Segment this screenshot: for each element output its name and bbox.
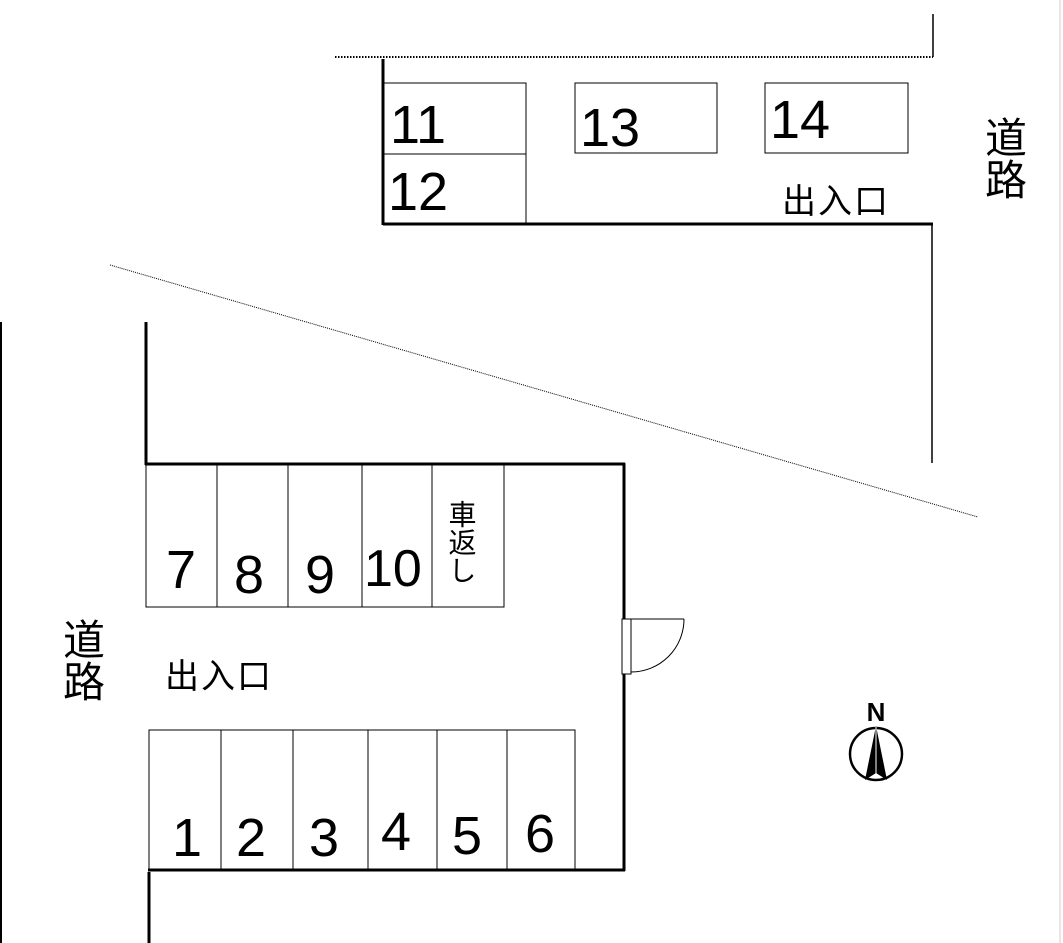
space-number-14: 14 (770, 90, 830, 150)
space-number-7: 7 (166, 540, 196, 600)
space-number-5: 5 (452, 806, 482, 866)
door-symbol (621, 618, 685, 675)
upper-lot: 11 12 13 14 出入口 (335, 14, 934, 226)
space-number-11: 11 (390, 95, 446, 155)
space-number-8: 8 (234, 545, 264, 605)
space-number-9: 9 (305, 545, 335, 605)
turnaround-space (431, 464, 505, 608)
entrance-label-upper: 出入口 (782, 182, 890, 222)
space-number-12: 12 (388, 162, 448, 222)
space-number-10: 10 (364, 540, 422, 598)
road-label-right: 道路 (979, 116, 1028, 200)
space-number-4: 4 (381, 802, 411, 862)
space-14 (764, 82, 909, 154)
north-label: N (867, 697, 886, 727)
space-12 (383, 153, 527, 225)
space-13 (574, 82, 718, 154)
space-number-2: 2 (236, 808, 266, 868)
space-number-6: 6 (525, 804, 555, 864)
right-road: 道路 (931, 0, 1061, 943)
turnaround-label: 車返し (445, 500, 478, 584)
north-arrow-icon: N (848, 697, 904, 782)
space-number-3: 3 (309, 808, 339, 868)
space-number-13: 13 (580, 98, 640, 158)
space-6 (506, 729, 576, 872)
space-number-1: 1 (172, 808, 202, 868)
left-road: 道路 (0, 322, 106, 943)
entrance-label-lower: 出入口 (165, 657, 273, 697)
lower-lot: 7 8 9 10 車返し 出入口 1 2 3 4 5 6 (144, 322, 685, 943)
diagonal-boundary (109, 264, 979, 518)
road-label-left: 道路 (57, 618, 106, 702)
